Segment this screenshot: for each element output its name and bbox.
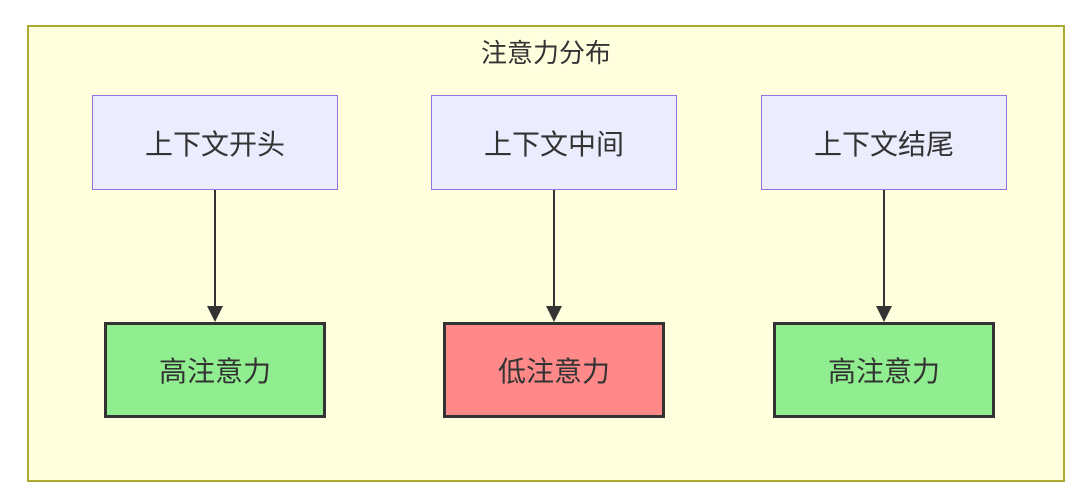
- arrow-stem: [553, 190, 555, 306]
- flow-column-context-middle: 上下文中间 低注意力: [424, 95, 684, 418]
- flow-column-context-begin: 上下文开头 高注意力: [85, 95, 345, 418]
- node-high-attention-right: 高注意力: [773, 322, 995, 418]
- arrow-down-icon: [546, 190, 562, 322]
- arrow-down-icon: [207, 190, 223, 322]
- arrowhead-icon: [876, 306, 892, 322]
- arrow-stem: [214, 190, 216, 306]
- node-context-begin: 上下文开头: [92, 95, 338, 190]
- node-low-attention-middle: 低注意力: [443, 322, 665, 418]
- node-context-middle: 上下文中间: [431, 95, 677, 190]
- node-context-end: 上下文结尾: [761, 95, 1007, 190]
- diagram-title: 注意力分布: [480, 38, 611, 68]
- arrow-down-icon: [876, 190, 892, 322]
- arrowhead-icon: [546, 306, 562, 322]
- flow-column-context-end: 上下文结尾 高注意力: [754, 95, 1014, 418]
- node-high-attention-left: 高注意力: [104, 322, 326, 418]
- arrowhead-icon: [207, 306, 223, 322]
- arrow-stem: [883, 190, 885, 306]
- attention-distribution-frame: 注意力分布 上下文开头 高注意力 上下文中间 低注意力 上下文结尾 高注意力: [27, 25, 1065, 482]
